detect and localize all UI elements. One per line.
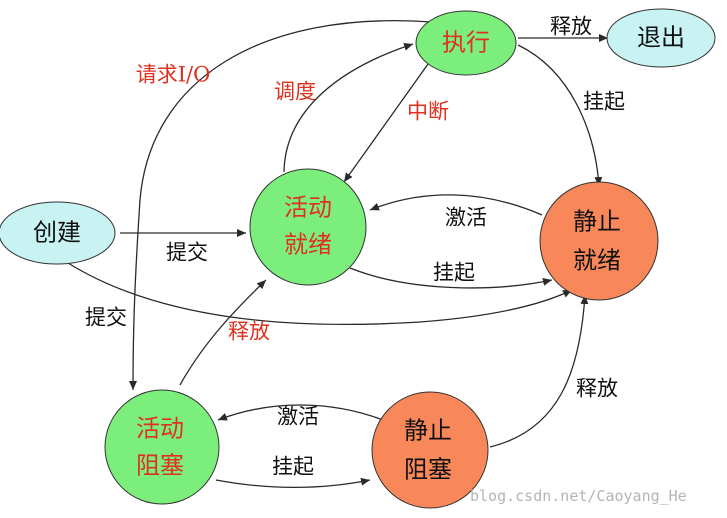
node-create-label: 创建 [33,219,81,247]
edge-static-blocked-static-ready [489,294,589,448]
label-release-to-exit: 释放 [550,15,592,39]
label-schedule: 调度 [274,80,316,104]
node-static-ready-line1: 静止 [573,208,621,236]
node-static-ready [539,181,659,301]
node-static-ready-line2: 就绪 [573,247,621,275]
edge-active-blocked-static-blocked [215,477,371,489]
label-suspend-ready: 挂起 [433,261,475,285]
label-submit-static: 提交 [85,306,127,330]
label-activate-ready: 激活 [445,206,487,230]
edge-static-blocked-active-blocked [217,404,384,421]
node-static-blocked-line1: 静止 [404,417,452,445]
edge-execute-active-ready [343,56,434,183]
label-release-blocked: 释放 [228,320,270,344]
edge-static-ready-active-ready [369,194,543,216]
edge-execute-static-ready [517,44,603,187]
node-exit [606,8,716,68]
node-active-blocked-line1: 活动 [136,415,184,443]
node-static-blocked-line2: 阻塞 [404,456,452,484]
label-release-static-blocked: 释放 [576,377,618,401]
edge-execute-active-blocked [129,20,433,391]
watermark: blog.csdn.net/Caoyang_He [470,487,687,505]
label-suspend-execute: 挂起 [583,90,625,114]
node-create [0,201,116,265]
node-exit-label: 退出 [637,24,685,52]
label-submit-active: 提交 [166,241,208,265]
edge-create-static-ready [67,262,573,326]
node-active-blocked-line2: 阻塞 [136,452,184,480]
label-interrupt: 中断 [407,100,449,124]
label-suspend-blocked: 挂起 [272,455,314,479]
label-activate-blocked: 激活 [277,405,319,429]
edge-active-ready-execute [283,43,414,173]
node-static-blocked [371,391,489,509]
node-execute-label: 执行 [442,29,490,57]
node-active-ready-line1: 活动 [284,194,332,222]
edge-active-ready-static-ready [349,267,553,289]
node-active-ready [249,168,367,286]
edge-active-blocked-active-ready [179,279,267,386]
node-active-ready-line2: 就绪 [284,231,332,259]
label-request-io: 请求I/O [136,63,211,87]
node-active-blocked [104,389,220,505]
node-execute [415,10,517,76]
